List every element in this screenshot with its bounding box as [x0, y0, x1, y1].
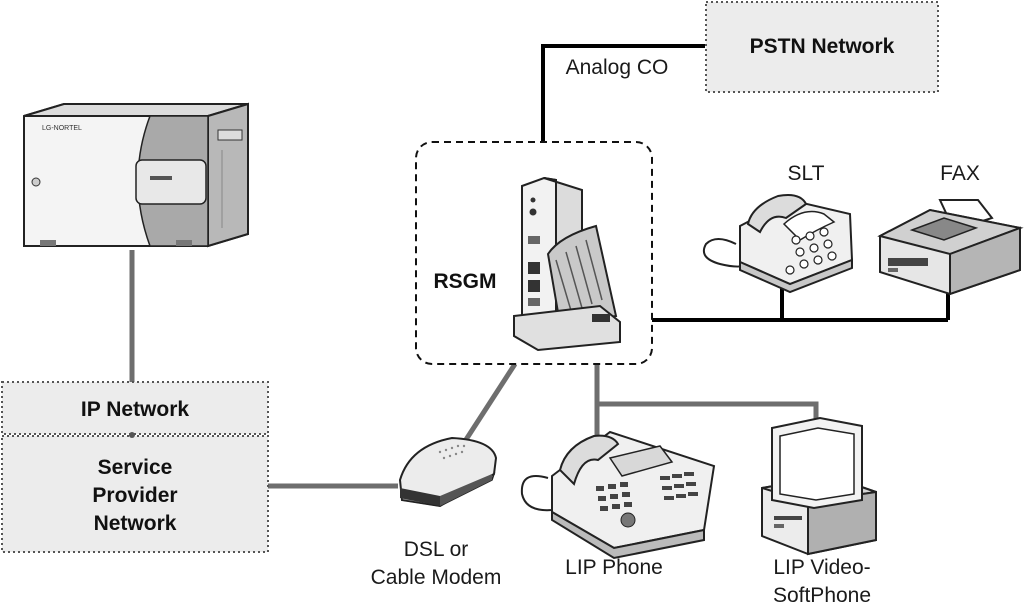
pc-softphone-icon — [761, 416, 877, 556]
pstn-network-label: PSTN Network — [749, 35, 895, 58]
fax-label: FAX — [940, 162, 980, 185]
line-rsgm-video — [597, 401, 819, 424]
ip-network-box — [1, 381, 269, 435]
fax-machine-icon — [877, 199, 1024, 296]
main-system-server-icon: LG-NORTEL — [23, 102, 249, 248]
dsl-modem-icon — [398, 436, 498, 508]
connection-lines — [129, 44, 950, 489]
lip-phone-icon — [520, 430, 716, 560]
connector-dot — [129, 432, 135, 438]
service-provider-box — [1, 435, 269, 553]
line-modem-rsgm — [455, 362, 518, 454]
svg-text:LG-NORTEL: LG-NORTEL — [42, 125, 82, 132]
rsgm-label: RSGM — [433, 270, 497, 293]
service-provider-label: Service Provider Network — [92, 456, 178, 535]
ip-network-label: IP Network — [80, 398, 190, 421]
analog-co-label: Analog CO — [565, 56, 669, 79]
dsl-modem-label: DSL or Cable Modem — [370, 538, 502, 589]
rsgm-device-icon — [513, 176, 621, 352]
pstn-network-box — [705, 1, 939, 93]
slt-label: SLT — [787, 162, 825, 185]
lip-video-softphone-label: LIP Video- SoftPhone — [772, 556, 872, 607]
slt-phone-icon — [702, 194, 854, 294]
line-pstn-rsgm — [541, 44, 705, 142]
lip-phone-label: LIP Phone — [565, 556, 663, 579]
